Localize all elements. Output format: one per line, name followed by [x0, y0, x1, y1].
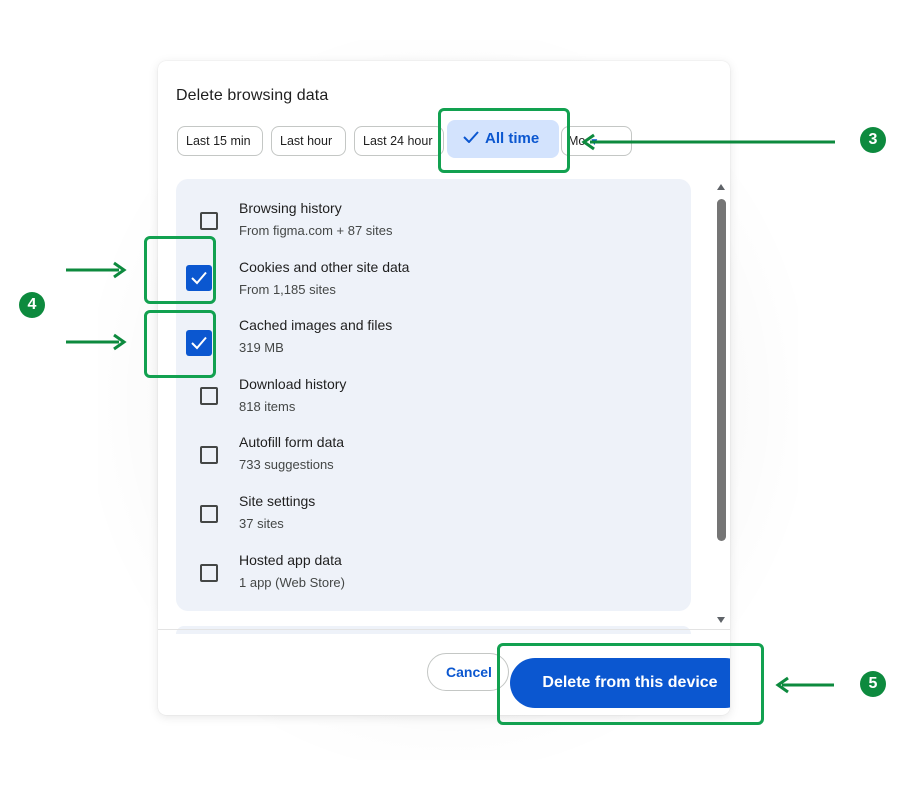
item-title: Browsing history [239, 200, 342, 216]
item-subtitle: 733 suggestions [239, 457, 334, 472]
highlight-delete-button [497, 643, 764, 725]
checkbox-unchecked[interactable] [200, 387, 218, 405]
step-badge-4: 4 [19, 292, 45, 318]
highlight-cache-checkbox [144, 310, 216, 378]
chip-last-15-min[interactable]: Last 15 min [177, 126, 263, 156]
scroll-up-arrow[interactable] [717, 184, 725, 190]
list-item-site-settings[interactable]: Site settings 37 sites [176, 493, 691, 545]
item-title: Download history [239, 376, 347, 392]
item-title: Cached images and files [239, 317, 393, 333]
chip-label: Last hour [280, 134, 333, 148]
check-icon [463, 121, 479, 157]
item-title: Hosted app data [239, 552, 342, 568]
scrollbar-thumb[interactable] [717, 199, 726, 541]
checkbox-unchecked[interactable] [200, 505, 218, 523]
item-subtitle: From 1,185 sites [239, 282, 336, 297]
checkbox-unchecked[interactable] [200, 564, 218, 582]
item-subtitle: 1 app (Web Store) [239, 575, 345, 590]
chip-label: Last 24 hour [363, 134, 433, 148]
arrow-right-icon [66, 261, 127, 279]
data-types-list: Browsing history From figma.com + 87 sit… [176, 179, 691, 611]
chip-label: Last 15 min [186, 134, 251, 148]
item-title: Autofill form data [239, 434, 345, 450]
highlight-cookies-checkbox [144, 236, 216, 304]
list-item-autofill[interactable]: Autofill form data 733 suggestions [176, 434, 691, 486]
chip-all-time[interactable]: All time [447, 120, 559, 158]
list-item-cookies[interactable]: Cookies and other site data From 1,185 s… [176, 259, 691, 311]
checkbox-unchecked[interactable] [200, 446, 218, 464]
list-item-hosted-app-data[interactable]: Hosted app data 1 app (Web Store) [176, 552, 691, 604]
item-title: Cookies and other site data [239, 259, 410, 275]
item-subtitle: From figma.com + 87 sites [239, 223, 393, 238]
footer-divider [158, 629, 730, 630]
item-subtitle: 37 sites [239, 516, 284, 531]
highlight-all-time [438, 108, 570, 173]
item-title: Site settings [239, 493, 316, 509]
check-icon [191, 336, 207, 350]
item-subtitle: 818 items [239, 399, 296, 414]
check-icon [191, 271, 207, 285]
step-badge-3: 3 [860, 127, 886, 153]
chip-last-hour[interactable]: Last hour [271, 126, 346, 156]
list-item-browsing-history[interactable]: Browsing history From figma.com + 87 sit… [176, 200, 691, 252]
list-item-download-history[interactable]: Download history 818 items [176, 376, 691, 428]
arrow-left-icon [581, 133, 835, 151]
dialog-title: Delete browsing data [176, 87, 329, 104]
checkbox-unchecked[interactable] [200, 212, 218, 230]
cancel-button[interactable]: Cancel [427, 653, 509, 691]
list-next-section [176, 626, 691, 634]
item-subtitle: 319 MB [239, 340, 284, 355]
arrow-left-icon [775, 676, 834, 694]
list-item-cached-images[interactable]: Cached images and files 319 MB [176, 317, 691, 369]
delete-from-device-button[interactable]: Delete from this device [510, 658, 730, 708]
checkbox-checked[interactable] [186, 265, 212, 291]
arrow-right-icon [66, 333, 127, 351]
step-badge-5: 5 [860, 671, 886, 697]
chip-label: All time [485, 130, 540, 147]
chip-label: Mo [568, 134, 586, 148]
scroll-down-arrow[interactable] [717, 617, 725, 623]
chip-last-24-hours[interactable]: Last 24 hour [354, 126, 444, 156]
checkbox-checked[interactable] [186, 330, 212, 356]
